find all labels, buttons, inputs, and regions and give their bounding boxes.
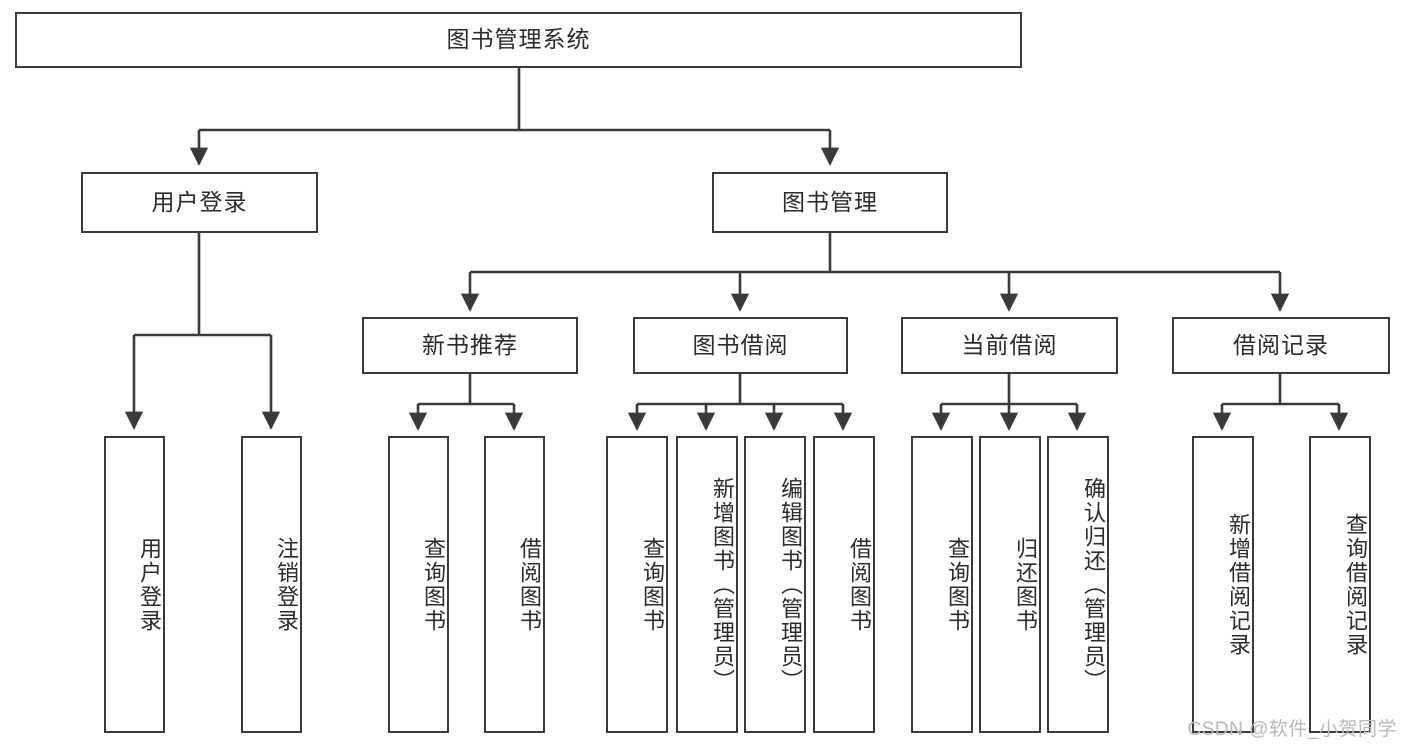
node-leaf-current-return-book-label: 归还图书 xyxy=(1013,536,1038,633)
node-book-management[interactable]: 图书管理 xyxy=(712,172,948,233)
node-book-borrow-label: 图书借阅 xyxy=(692,331,789,358)
node-leaf-recommend-borrow-book-label: 借阅图书 xyxy=(517,536,542,633)
node-root-system[interactable]: 图书管理系统 xyxy=(15,12,1022,68)
node-leaf-borrow-do-borrow-label: 借阅图书 xyxy=(847,536,872,633)
node-leaf-user-logout-label: 注销登录 xyxy=(274,536,299,633)
node-leaf-record-add-label: 新增借阅记录 xyxy=(1226,512,1251,657)
node-borrow-record[interactable]: 借阅记录 xyxy=(1172,317,1390,374)
csdn-watermark: CSDN @软件_小贺同学 xyxy=(1187,719,1397,740)
node-leaf-user-login[interactable]: 用户登录 xyxy=(104,436,165,733)
node-user-login[interactable]: 用户登录 xyxy=(81,172,318,233)
node-borrow-record-label: 借阅记录 xyxy=(1233,331,1329,358)
node-leaf-recommend-borrow-book[interactable]: 借阅图书 xyxy=(484,436,545,733)
node-user-login-label: 用户登录 xyxy=(151,188,248,215)
node-leaf-current-confirm-return[interactable]: 确认归还（管理员） xyxy=(1047,436,1109,733)
node-leaf-recommend-query-book-label: 查询图书 xyxy=(421,536,446,633)
node-leaf-current-return-book[interactable]: 归还图书 xyxy=(979,436,1041,733)
node-leaf-current-query-book[interactable]: 查询图书 xyxy=(911,436,973,733)
node-leaf-borrow-query-book[interactable]: 查询图书 xyxy=(606,436,668,733)
node-leaf-current-query-book-label: 查询图书 xyxy=(945,536,970,633)
node-leaf-borrow-edit-book[interactable]: 编辑图书（管理员） xyxy=(744,436,806,733)
node-leaf-borrow-do-borrow[interactable]: 借阅图书 xyxy=(813,436,875,733)
node-book-borrow[interactable]: 图书借阅 xyxy=(633,317,848,374)
node-book-management-label: 图书管理 xyxy=(782,188,878,215)
node-leaf-user-logout[interactable]: 注销登录 xyxy=(241,436,302,733)
node-new-book-recommend[interactable]: 新书推荐 xyxy=(362,317,578,374)
node-leaf-record-search[interactable]: 查询借阅记录 xyxy=(1309,436,1371,733)
node-leaf-recommend-query-book[interactable]: 查询图书 xyxy=(388,436,449,733)
node-leaf-borrow-query-book-label: 查询图书 xyxy=(640,536,665,633)
node-leaf-borrow-add-book-label: 新增图书（管理员） xyxy=(710,476,735,693)
node-root-system-label: 图书管理系统 xyxy=(446,26,591,53)
node-leaf-record-search-label: 查询借阅记录 xyxy=(1343,512,1368,657)
node-leaf-borrow-add-book[interactable]: 新增图书（管理员） xyxy=(676,436,738,733)
node-current-borrow[interactable]: 当前借阅 xyxy=(901,317,1118,374)
node-leaf-current-confirm-return-label: 确认归还（管理员） xyxy=(1081,476,1106,693)
node-leaf-borrow-edit-book-label: 编辑图书（管理员） xyxy=(778,476,803,693)
node-current-borrow-label: 当前借阅 xyxy=(961,331,1058,358)
node-leaf-record-add[interactable]: 新增借阅记录 xyxy=(1192,436,1254,733)
node-new-book-recommend-label: 新书推荐 xyxy=(422,331,518,358)
node-leaf-user-login-label: 用户登录 xyxy=(137,536,162,633)
